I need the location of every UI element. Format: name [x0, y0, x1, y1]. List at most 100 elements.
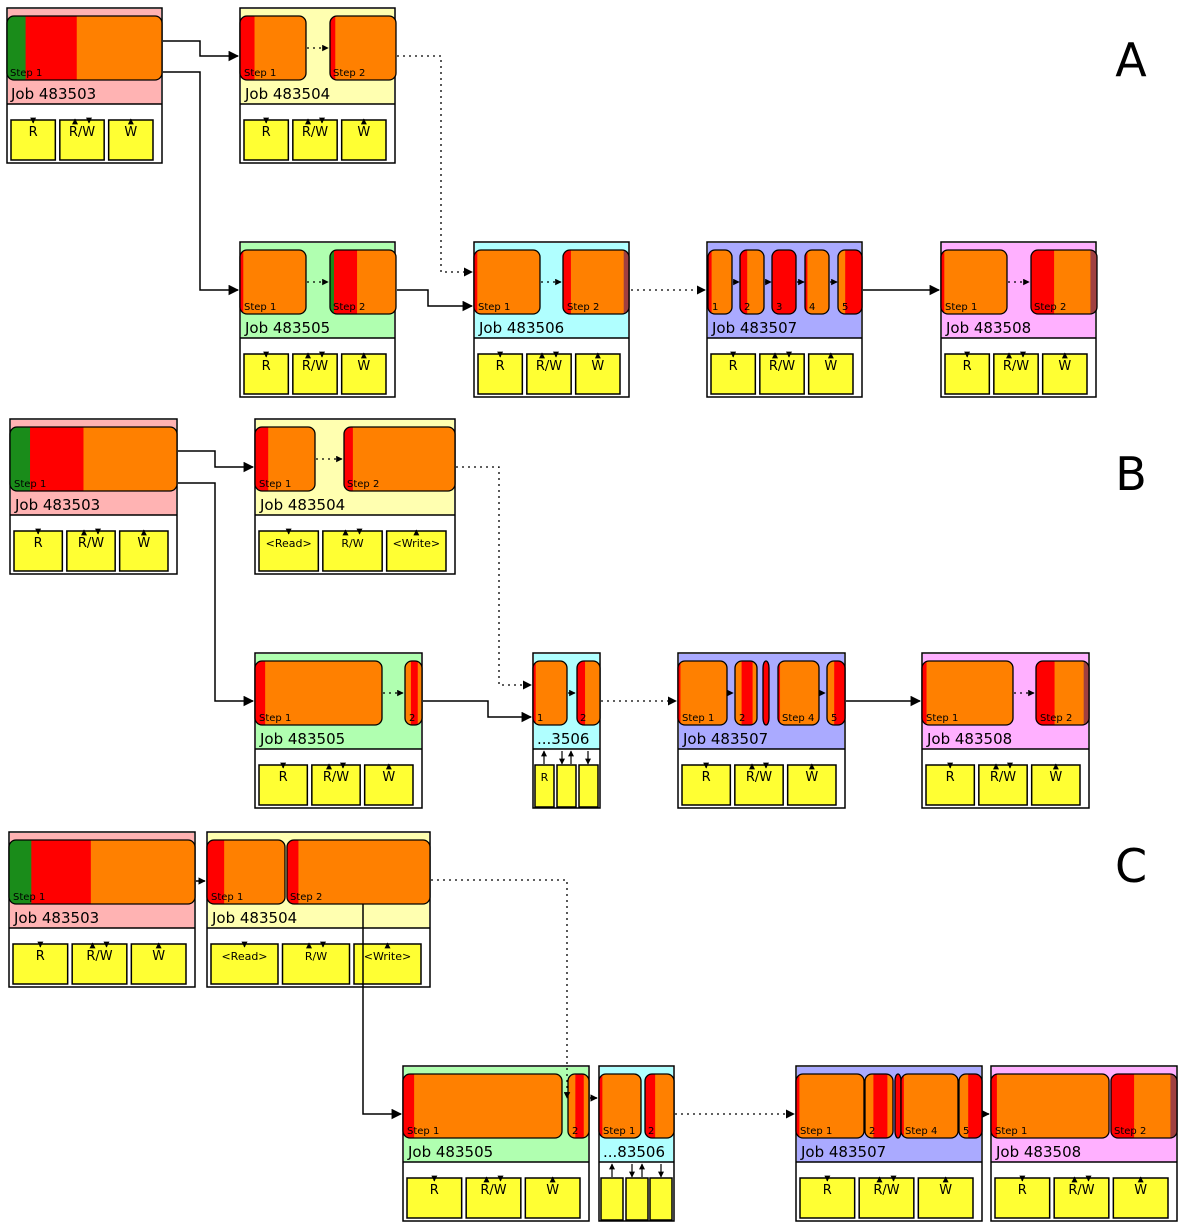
- a-483503-file-2[interactable]: [59, 119, 105, 161]
- c-483507-step-2[interactable]: [865, 1074, 894, 1138]
- b-483507-file-1[interactable]: [681, 764, 732, 806]
- c-483506-step-1[interactable]: [599, 1074, 642, 1138]
- c-483506-file-3[interactable]: [649, 1177, 673, 1221]
- a-483507-file-2[interactable]: [759, 353, 805, 395]
- c-483507-step-5[interactable]: [959, 1074, 983, 1138]
- b-483507-step-4[interactable]: [778, 661, 820, 725]
- c-483505-step-2[interactable]: [568, 1074, 590, 1138]
- a-483506-step-1[interactable]: [474, 250, 541, 314]
- b-483503-file-3[interactable]: [118, 530, 169, 572]
- b-483503-file-2[interactable]: [66, 530, 116, 572]
- a-483503-file-3[interactable]: [107, 119, 154, 161]
- c-483504-step-1[interactable]: [207, 840, 286, 904]
- a-483508-step-2[interactable]: [1031, 250, 1098, 314]
- a-483504-file-2[interactable]: [292, 119, 338, 161]
- b-483505-file-2[interactable]: [311, 764, 361, 806]
- c-483503-file-3[interactable]: [130, 943, 187, 985]
- c-483507-step-1[interactable]: [796, 1074, 865, 1138]
- a-483505-step-2[interactable]: [330, 250, 397, 314]
- a-483505-step-1[interactable]: [240, 250, 307, 314]
- c-483506-file-1[interactable]: [600, 1177, 624, 1221]
- b-483506-file-2[interactable]: [556, 764, 577, 808]
- c-483508-step-2[interactable]: [1111, 1074, 1178, 1138]
- b-483506-file-1[interactable]: [534, 764, 555, 808]
- b-483504-step-1[interactable]: [255, 427, 316, 491]
- b-483507-step-1[interactable]: [678, 661, 728, 725]
- c-483505-step-1[interactable]: [403, 1074, 563, 1138]
- a-483504-step-1[interactable]: [240, 16, 307, 80]
- b-483507-file-3[interactable]: [786, 764, 837, 806]
- c-483505-file-2[interactable]: [465, 1177, 522, 1219]
- a-483507-step-3[interactable]: [772, 250, 797, 314]
- a-483506-file-2[interactable]: [526, 353, 572, 395]
- c-483504-file-1[interactable]: [210, 943, 279, 985]
- c-483506-step-2[interactable]: [645, 1074, 675, 1138]
- c-483504-step-2[interactable]: [287, 840, 431, 904]
- c-483508-file-2[interactable]: [1053, 1177, 1110, 1219]
- a-483504-file-1[interactable]: [243, 119, 290, 161]
- c-483506-file-2[interactable]: [625, 1177, 649, 1221]
- b-483506-step-1[interactable]: [533, 661, 568, 725]
- b-483507-step-2[interactable]: [735, 661, 758, 725]
- a-483505-file-3[interactable]: [340, 353, 387, 395]
- c-483505-file-3[interactable]: [524, 1177, 581, 1219]
- a-483508-file-2[interactable]: [993, 353, 1039, 395]
- a-483503-step-1[interactable]: [7, 16, 163, 80]
- c-483507-step-3[interactable]: [895, 1074, 902, 1138]
- b-483506-file-3[interactable]: [578, 764, 599, 808]
- b-483508-step-1[interactable]: [922, 661, 1014, 725]
- c-483508-file-3[interactable]: [1112, 1177, 1169, 1219]
- a-483504-step-2[interactable]: [330, 16, 397, 80]
- b-483504-step-2[interactable]: [344, 427, 456, 491]
- a-483508-file-1[interactable]: [944, 353, 991, 395]
- b-483503-file-1[interactable]: [13, 530, 64, 572]
- c-483503-step-1[interactable]: [9, 840, 196, 904]
- a-483508-step-1[interactable]: [941, 250, 1008, 314]
- c-483508-step-1[interactable]: [991, 1074, 1110, 1138]
- a-483507-step-1[interactable]: [708, 250, 733, 314]
- a-483505-file-2[interactable]: [292, 353, 338, 395]
- b-483504-file-2[interactable]: [322, 530, 383, 572]
- b-483505-file-3[interactable]: [363, 764, 414, 806]
- b-483507-file-2[interactable]: [734, 764, 784, 806]
- c-483504-file-2[interactable]: [281, 943, 351, 985]
- c-483507-step-4[interactable]: [901, 1074, 959, 1138]
- c-483503-file-2[interactable]: [71, 943, 128, 985]
- b-483505-file-1[interactable]: [258, 764, 309, 806]
- c-483507-file-2[interactable]: [858, 1177, 915, 1219]
- a-483506-file-3[interactable]: [574, 353, 621, 395]
- b-483508-file-1[interactable]: [925, 764, 976, 806]
- b-483508-step-2[interactable]: [1036, 661, 1090, 725]
- b-483505-step-2[interactable]: [405, 661, 423, 725]
- b-483503-step-1[interactable]: [10, 427, 178, 491]
- b-483507-step-3[interactable]: [763, 661, 770, 725]
- a-483507-file-1[interactable]: [710, 353, 757, 395]
- b-483505-step-1[interactable]: [255, 661, 383, 725]
- b-483506-step-2[interactable]: [577, 661, 601, 725]
- a-483504-file-3[interactable]: [340, 119, 387, 161]
- a-483506-step-2[interactable]: [563, 250, 630, 314]
- c-483505-file-1[interactable]: [406, 1177, 463, 1219]
- a-483507-step-4[interactable]: [805, 250, 830, 314]
- a-483507-step-5[interactable]: [838, 250, 863, 314]
- b-483508-file-2[interactable]: [978, 764, 1028, 806]
- b-483507-step-5[interactable]: [827, 661, 846, 725]
